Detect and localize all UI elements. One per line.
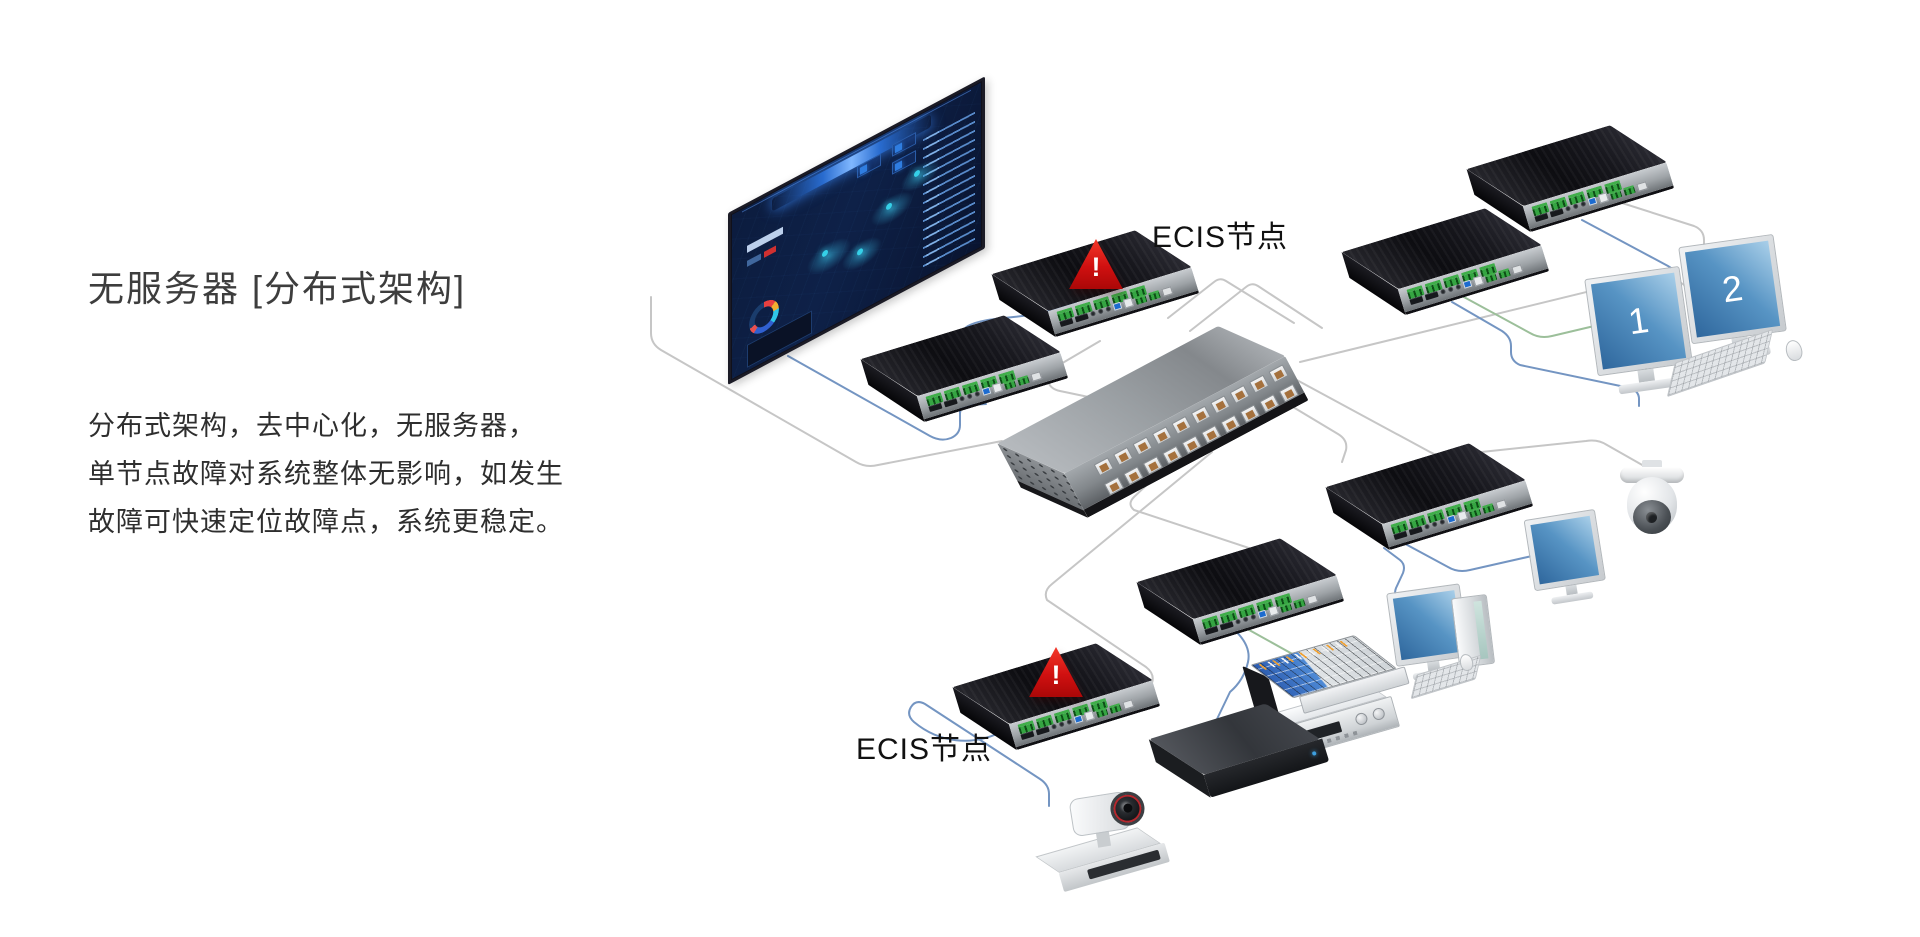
camera-lens-eye <box>1646 512 1657 523</box>
monitor-frame: 2 <box>1678 233 1787 345</box>
wire-display-to-switch <box>650 296 1003 467</box>
ecis-node-label-bottom: ECIS节点 <box>856 733 993 766</box>
intro-line-3: 故障可快速定位故障点，系统更稳定。 <box>88 507 564 537</box>
wire-node-front-monitor1 <box>1451 301 1640 407</box>
warning-icon: ! <box>1028 646 1084 698</box>
monitor-screen: 2 <box>1684 240 1781 338</box>
wire-node-center-media-player <box>1205 625 1250 743</box>
warning-exclamation: ! <box>1091 252 1101 282</box>
intro-paragraph: 分布式架构，去中心化，无服务器， 单节点故障对系统整体无影响，如发生 故障可快速… <box>88 402 564 546</box>
monitor-number: 1 <box>1625 298 1652 343</box>
dashboard-table-column <box>926 131 939 268</box>
monitor-frame <box>1523 508 1606 592</box>
wire-peak-outer <box>1167 278 1295 324</box>
wire-switch-to-node-midright <box>1267 391 1348 463</box>
camera-head <box>1068 787 1147 853</box>
camera-mount <box>1642 460 1662 469</box>
power-led-icon <box>1311 750 1317 756</box>
pc-front-stripe <box>1473 600 1489 660</box>
small-monitor <box>1523 508 1609 607</box>
monitor-frame: 1 <box>1584 265 1693 377</box>
wire-node-midright-small-monitor <box>1397 539 1550 572</box>
monitor-screen <box>1530 515 1600 585</box>
page-title: 无服务器 [分布式架构] <box>88 268 467 309</box>
video-conference-camera <box>1035 789 1178 898</box>
wire-node-back-to-monitor2 <box>1599 195 1705 259</box>
dome-camera <box>1620 460 1684 548</box>
intro-line-1: 分布式架构，去中心化，无服务器， <box>88 411 536 441</box>
warning-exclamation: ! <box>1051 660 1061 690</box>
wire-node-center-mixer <box>1241 625 1297 657</box>
wire-node-bottom-vc-camera <box>908 701 1050 807</box>
wire-switch-to-bottom-cluster <box>1044 451 1213 720</box>
monitor-number: 2 <box>1719 266 1746 311</box>
intro-line-2: 单节点故障对系统整体无影响，如发生 <box>88 459 564 489</box>
monitor-screen: 1 <box>1590 272 1687 370</box>
camera-cap <box>1620 467 1684 483</box>
warning-icon: ! <box>1068 238 1124 290</box>
ecis-node-label-top: ECIS节点 <box>1152 221 1289 254</box>
wire-peak-inner <box>1189 283 1323 332</box>
